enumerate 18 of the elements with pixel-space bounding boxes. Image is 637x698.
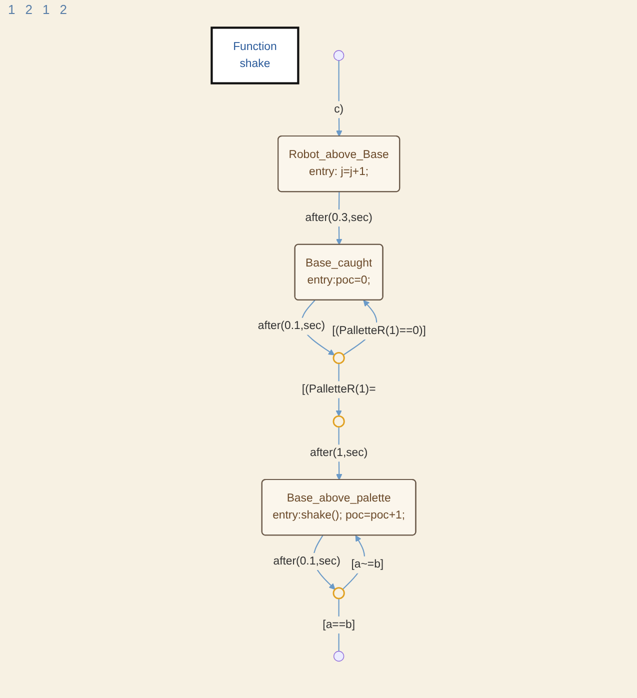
- edge-label: [(PalletteR(1)==0)]: [332, 324, 426, 336]
- arrow: [336, 60, 342, 136]
- edge-label: [a~=b]: [350, 558, 384, 570]
- priority-number: 2: [60, 2, 67, 17]
- edge-label: after(0.1,sec): [272, 554, 340, 567]
- edge-label: [(PalletteR(1)=: [302, 382, 376, 395]
- edge-label: after(0.3,sec): [304, 211, 372, 224]
- node-circle: [332, 586, 345, 599]
- priority-number: 1: [42, 2, 50, 17]
- edge-label: after(1,sec): [310, 446, 368, 458]
- priority-number: 1: [8, 2, 16, 17]
- edge-label: c): [334, 102, 344, 115]
- edge-label: after(0.1,sec): [258, 319, 325, 332]
- node-box: Function shake: [210, 26, 299, 84]
- priority-number: 2: [25, 2, 32, 17]
- node-circle: [332, 414, 345, 428]
- node-circle: [332, 351, 345, 364]
- edge-label: [a==b]: [322, 618, 355, 630]
